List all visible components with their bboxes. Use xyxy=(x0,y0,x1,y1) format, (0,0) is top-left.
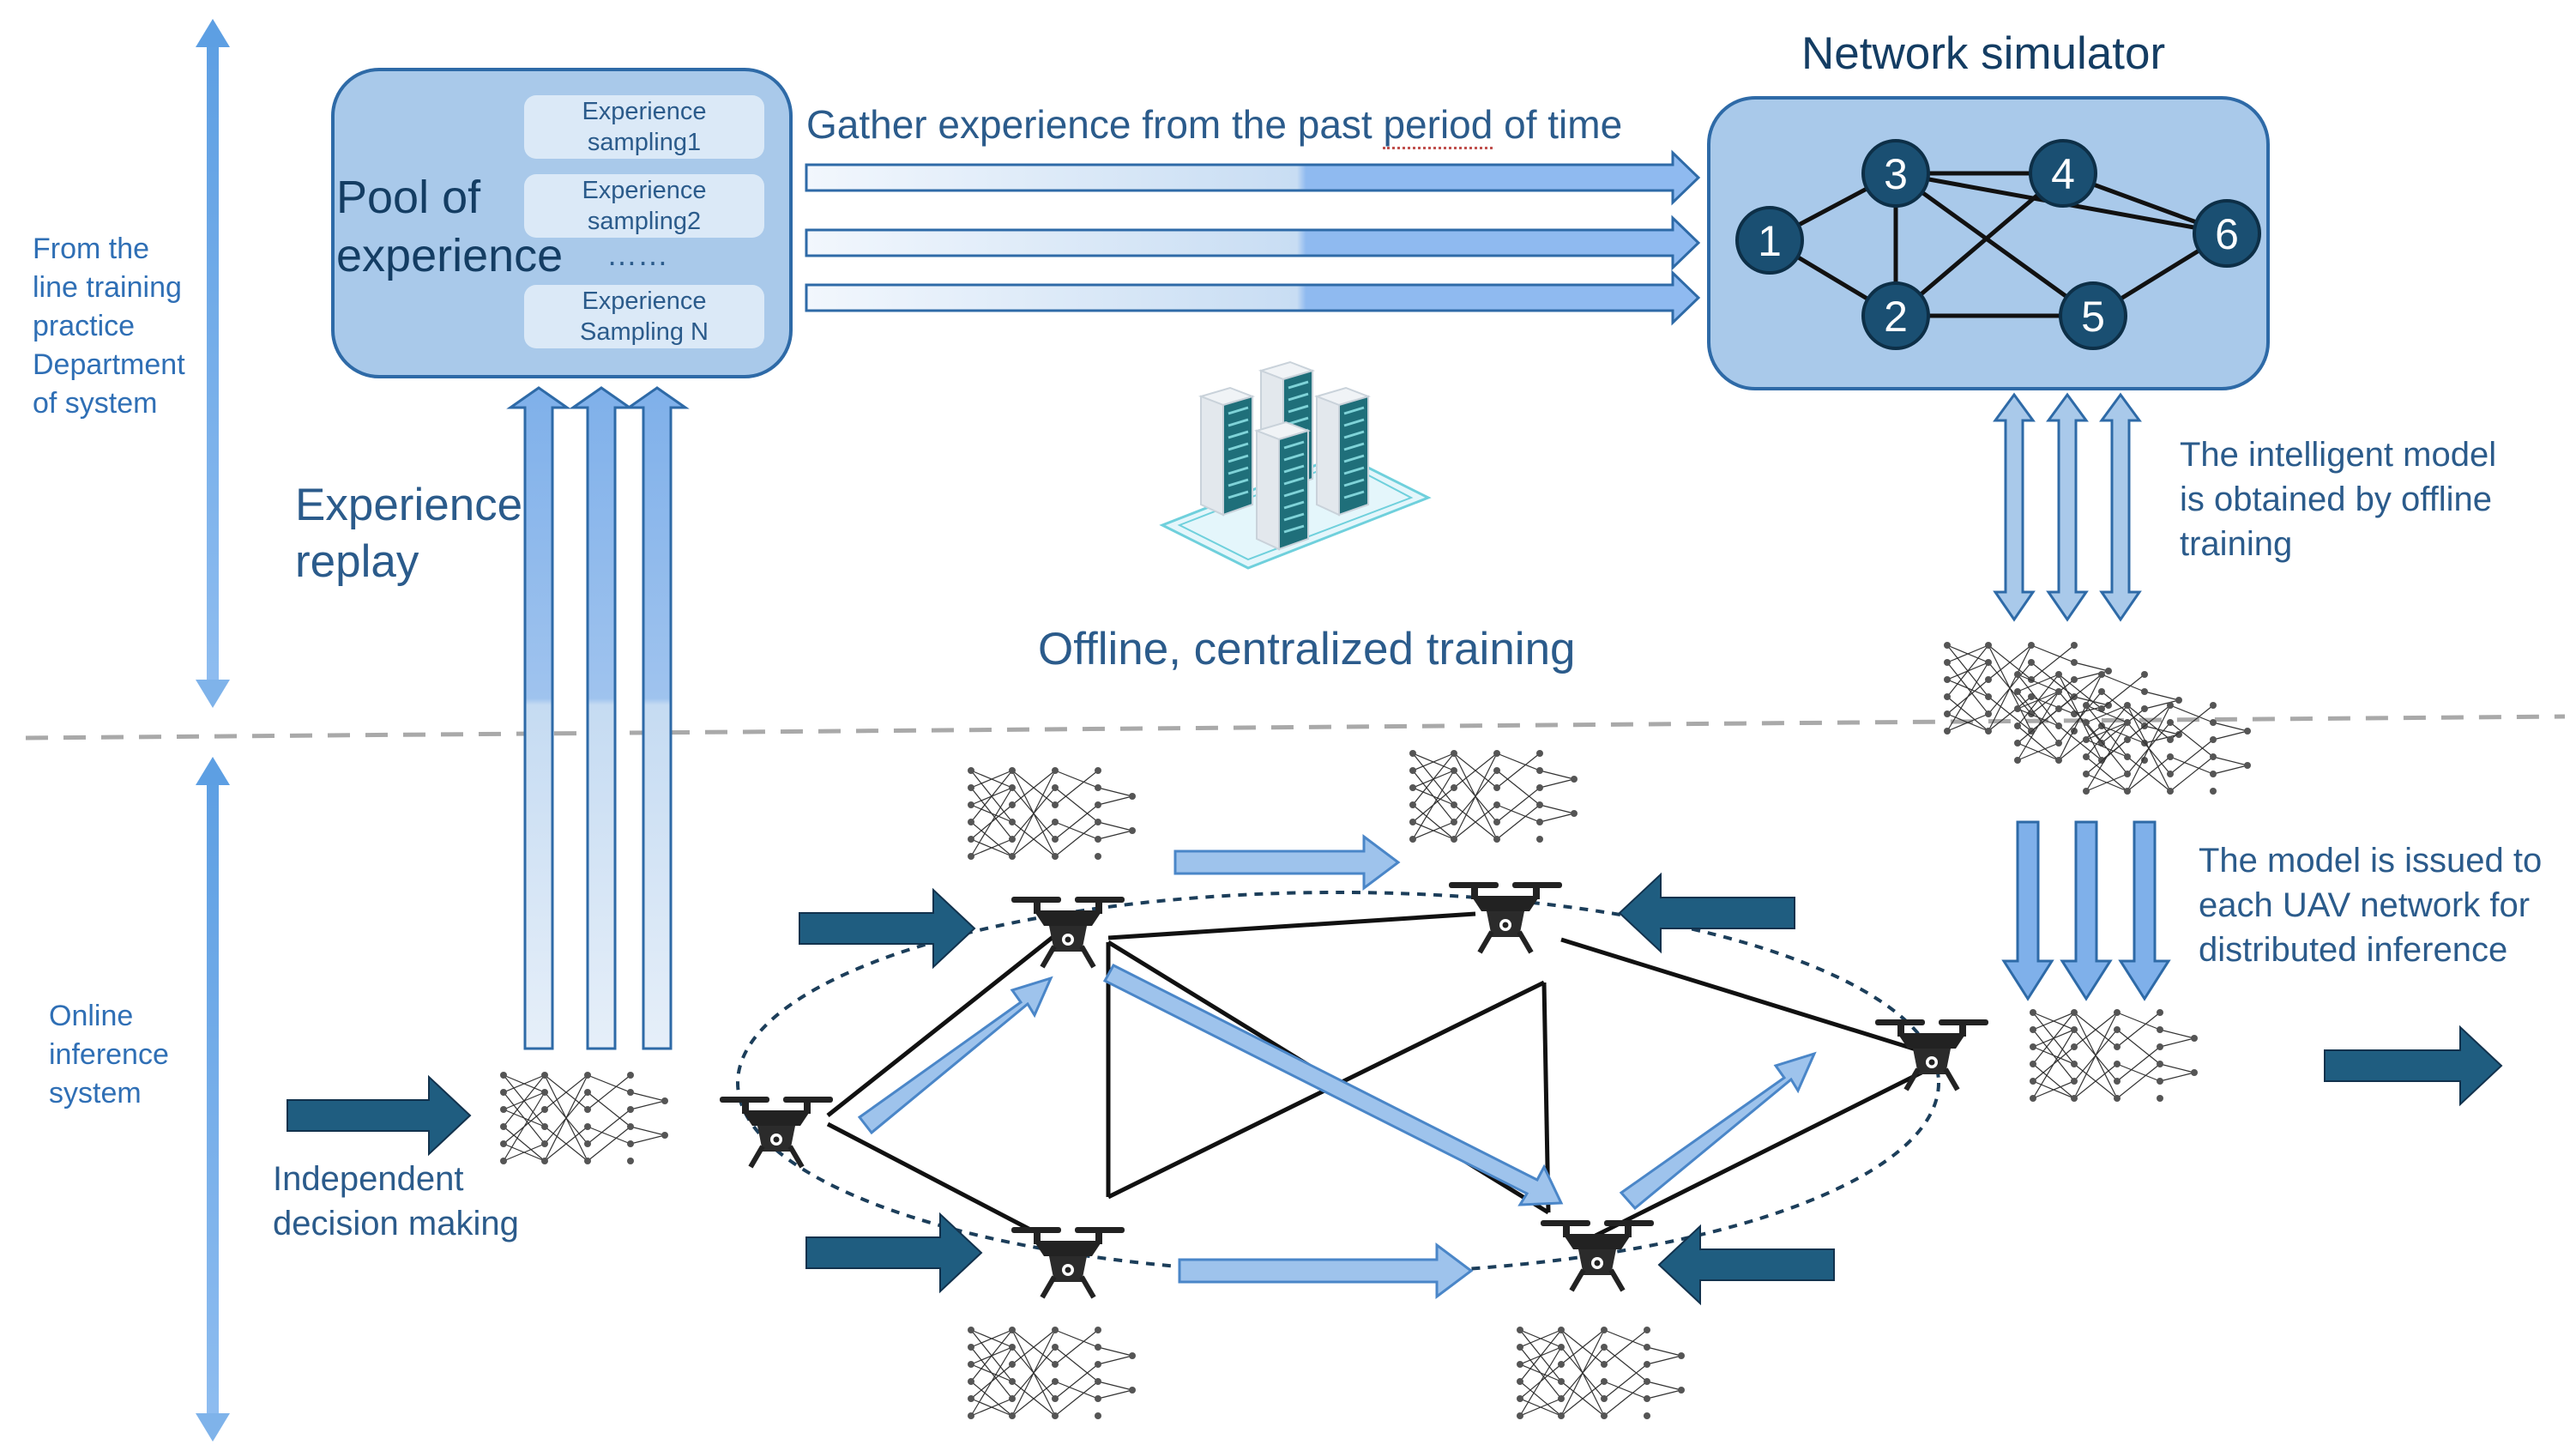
experience-replay-label: Experience replay xyxy=(295,480,523,587)
gather-arrow-3 xyxy=(805,269,1701,326)
side-label-inference-system: Online inference system xyxy=(49,1000,169,1109)
replay-arrow-3 xyxy=(624,386,690,1050)
gather-arrow-2 xyxy=(805,215,1701,271)
nn-icon-top-left xyxy=(967,766,1137,861)
drone-icon-bottom-right xyxy=(1541,1220,1654,1291)
graph-node-2 xyxy=(1861,281,1930,350)
side-label-training-system: From the line training practice Departme… xyxy=(33,233,185,420)
input-arrow-top-right xyxy=(1618,872,1795,954)
issue-arrow-1 xyxy=(2001,820,2054,1001)
issue-arrow-2 xyxy=(2060,820,2113,1001)
offline-model-arrows xyxy=(1993,392,2142,622)
gather-arrows xyxy=(805,149,1701,326)
model-double-arrow-2 xyxy=(2046,392,2089,622)
dark-input-arrows xyxy=(287,872,2503,1306)
nn-icon-model-3 xyxy=(2082,701,2252,795)
independent-decision-label: Independent decision making xyxy=(273,1160,519,1242)
model-issue-arrows xyxy=(2001,820,2171,1001)
graph-link-4-2 xyxy=(1894,172,2065,317)
model-issued-label: The model is issued to each UAV network … xyxy=(2199,842,2543,969)
replay-arrow-2 xyxy=(569,386,634,1050)
nn-icon-bottom-left xyxy=(967,1326,1137,1420)
output-arrow-right xyxy=(2324,1025,2503,1107)
replay-arrows xyxy=(506,386,690,1050)
replay-arrow-1 xyxy=(506,386,571,1050)
graph-node-6 xyxy=(2193,199,2261,268)
side-axis-arrow-bottom xyxy=(196,757,230,1442)
graph-node-4 xyxy=(2029,139,2097,208)
nn-icon-issued xyxy=(2029,1008,2199,1103)
uav-links xyxy=(826,911,1923,1238)
drone-icon-bottom-left xyxy=(1011,1227,1125,1297)
nn-icon-top-right xyxy=(1409,749,1578,843)
network-simulator-title: Network simulator xyxy=(1801,28,2166,79)
divider-dashed-line xyxy=(25,714,2566,741)
graph-node-5 xyxy=(2059,281,2127,350)
drone-icon-left xyxy=(720,1097,833,1167)
nn-icon-bottom-right xyxy=(1516,1326,1686,1420)
nn-icon-decision xyxy=(499,1071,669,1165)
pool-title: Pool of experience xyxy=(336,172,564,281)
graph-node-label-5: 5 xyxy=(2081,293,2105,341)
graph-link-3-5 xyxy=(1894,171,2095,318)
side-axis-arrow-top xyxy=(196,19,230,708)
issue-arrow-3 xyxy=(2118,820,2171,1001)
pool-ellipsis: …… xyxy=(606,237,668,272)
input-arrow-bottom-right xyxy=(1657,1224,1835,1306)
uav-network-ellipse xyxy=(736,891,1940,1275)
input-arrow-bottom-left xyxy=(805,1212,983,1294)
gather-experience-label: Gather experience from the past period o… xyxy=(806,101,1622,149)
model-double-arrow-3 xyxy=(2099,392,2142,622)
model-double-arrow-1 xyxy=(1993,392,2036,622)
input-arrow-left xyxy=(287,1074,472,1157)
graph-node-label-6: 6 xyxy=(2215,210,2239,258)
drone-icon-top-right xyxy=(1449,882,1562,952)
graph-node-label-4: 4 xyxy=(2051,150,2075,198)
graph-node-3 xyxy=(1861,139,1930,208)
graph-node-1 xyxy=(1735,206,1804,275)
drone-icon-right xyxy=(1875,1019,1988,1090)
graph-node-label-3: 3 xyxy=(1884,150,1908,198)
server-cluster-icon xyxy=(1159,360,1432,570)
intelligent-model-label: The intelligent model is obtained by off… xyxy=(2180,436,2497,563)
graph-node-label-1: 1 xyxy=(1758,217,1782,265)
graph-node-label-2: 2 xyxy=(1884,293,1908,341)
uav-flow-arrows xyxy=(857,834,1817,1299)
input-arrow-top-left xyxy=(799,887,976,970)
gather-arrow-1 xyxy=(805,149,1701,206)
offline-training-label: Offline, centralized training xyxy=(1038,624,1576,674)
network-graph: 1 2 3 4 5 6 xyxy=(1735,139,2261,350)
